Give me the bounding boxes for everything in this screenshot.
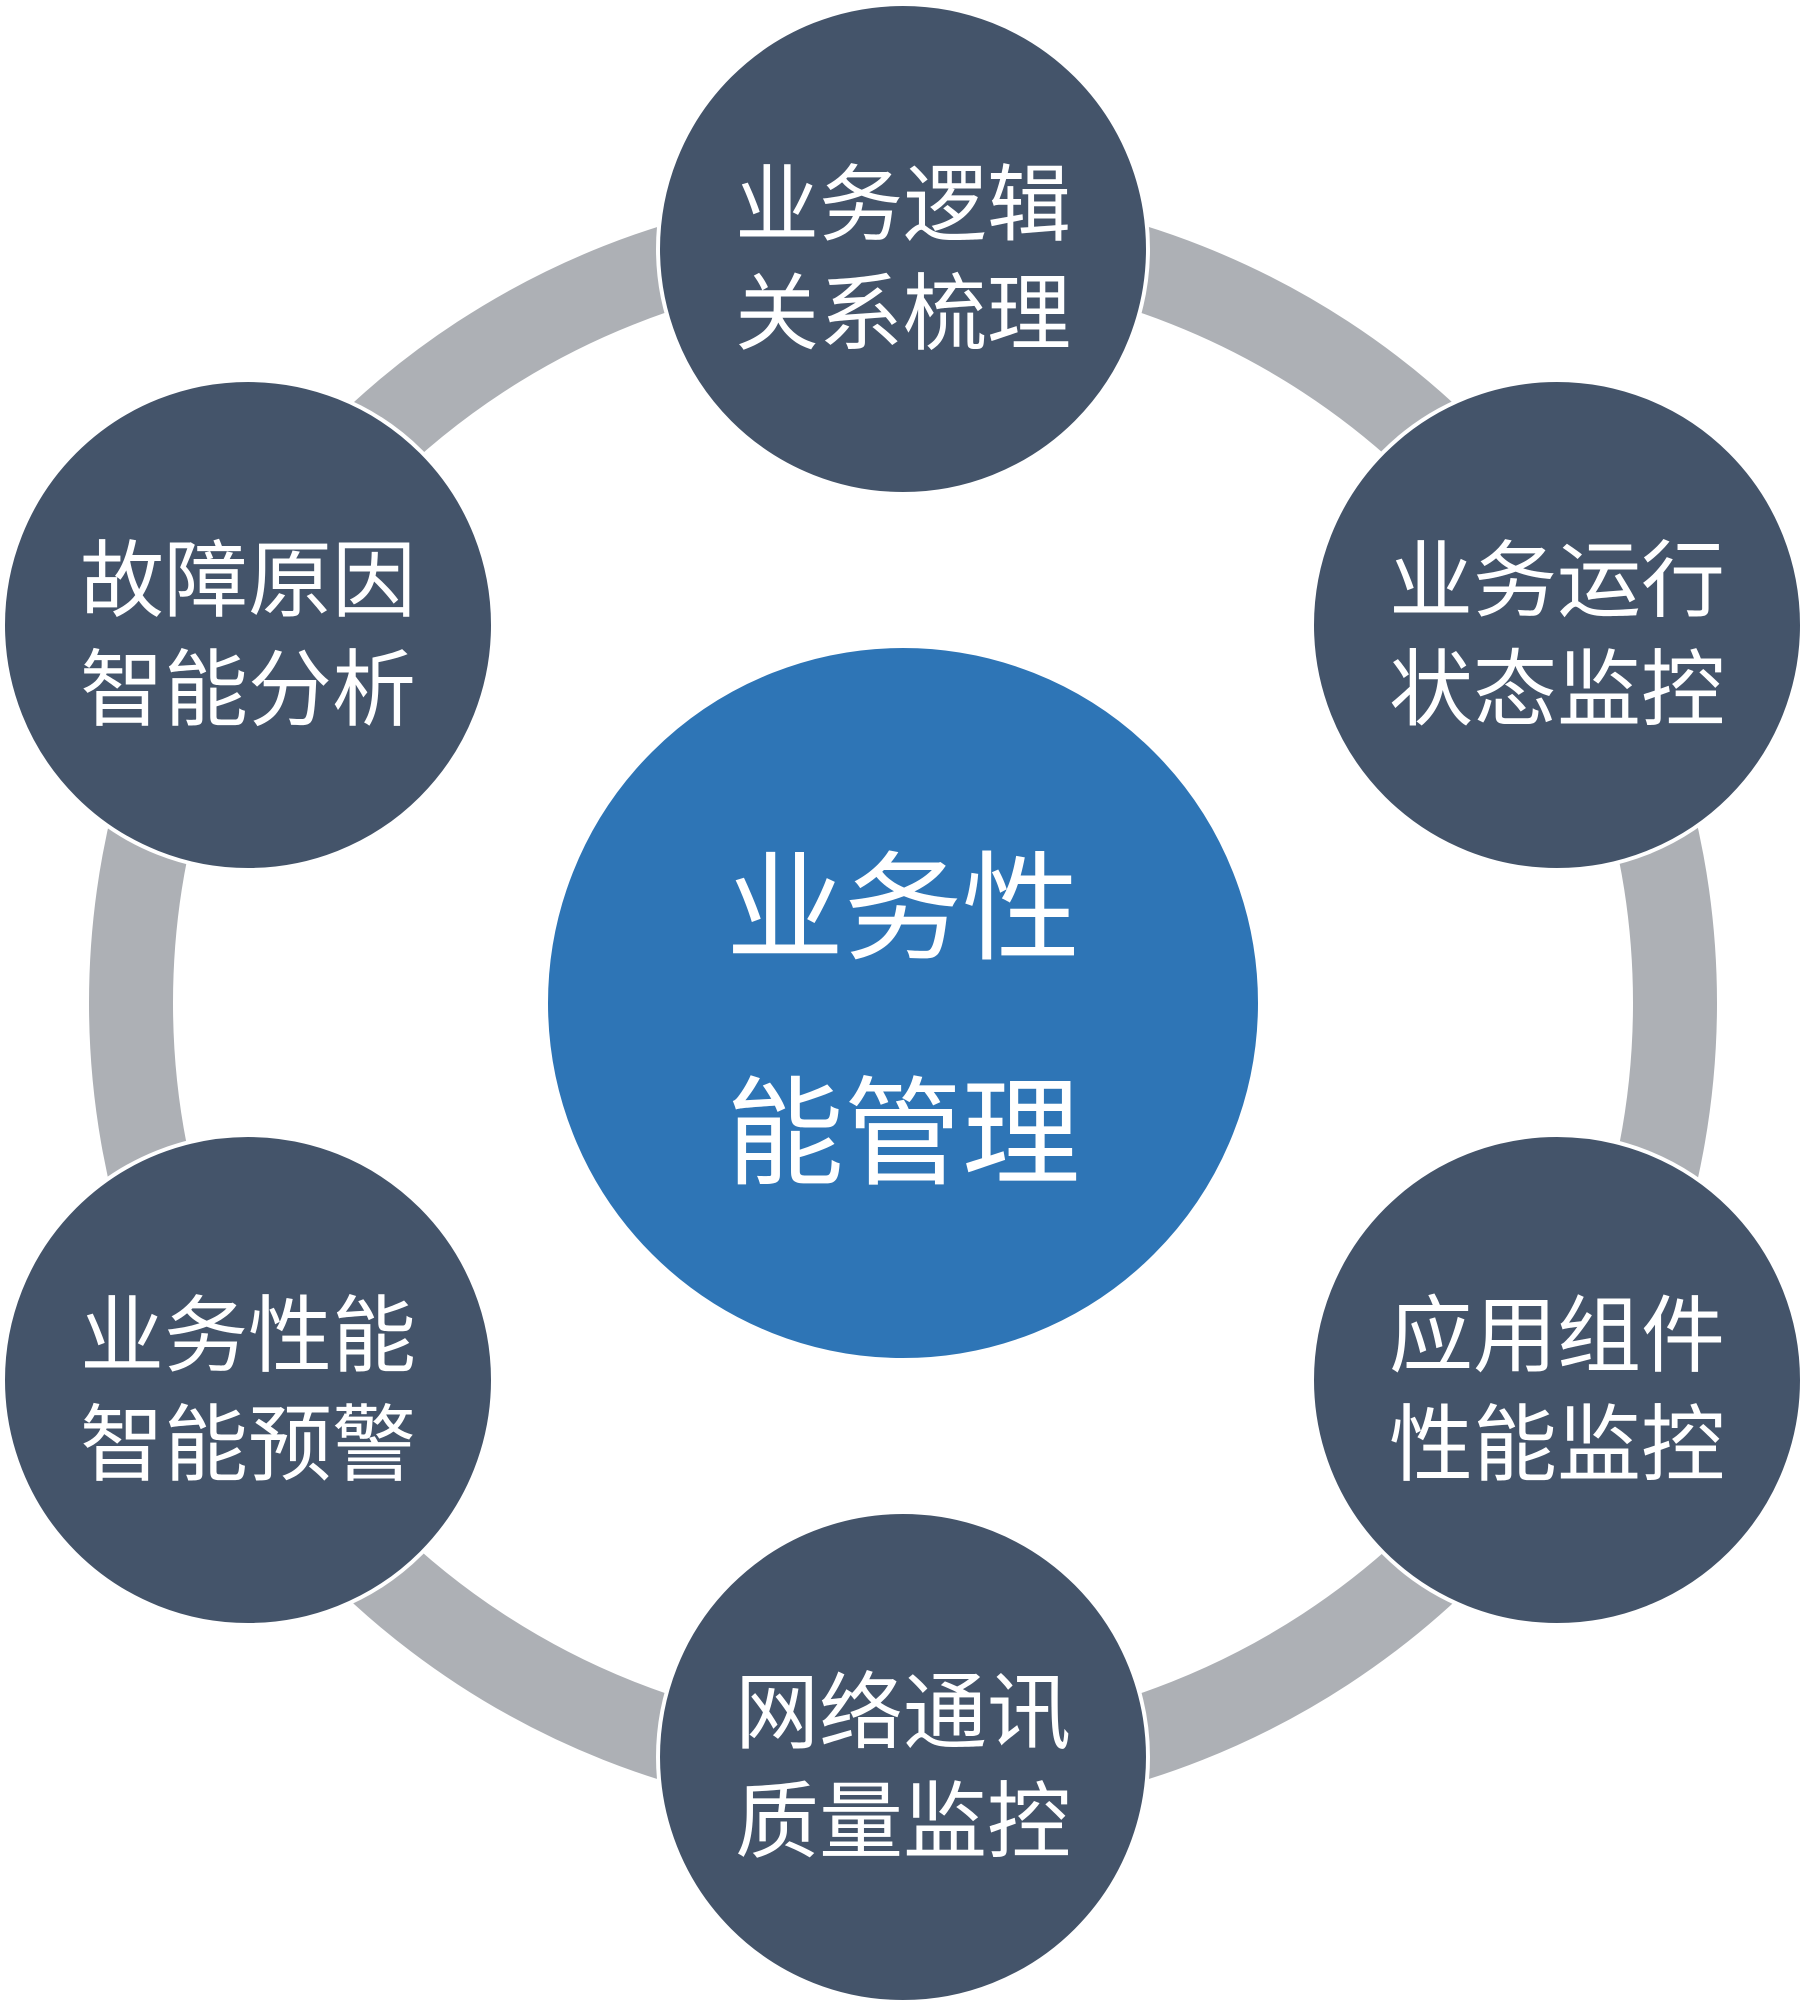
node-label-line-1: 业务运行 [1389,532,1725,630]
node-circle [1310,1133,1804,1627]
node-circle [656,1510,1150,2004]
node-performance-alert: 业务性能 智能预警 [1,1133,495,1627]
center-hub: 业务性 能管理 [544,644,1262,1362]
node-label-line-1: 业务性能 [80,1287,416,1385]
center-label-line-1: 业务性 [726,840,1080,978]
node-label-line-2: 智能分析 [80,641,416,739]
node-label-line-2: 智能预警 [80,1396,416,1494]
node-label-line-2: 质量监控 [735,1773,1071,1871]
node-label-line-1: 网络通讯 [735,1664,1071,1762]
node-label-line-2: 关系梳理 [735,265,1071,363]
node-business-logic: 业务逻辑 关系梳理 [656,2,1150,496]
node-circle [1310,378,1804,872]
node-label-line-2: 性能监控 [1389,1396,1725,1494]
node-fault-analysis: 故障原因 智能分析 [1,378,495,872]
node-circle [656,2,1150,496]
node-circle [1,378,495,872]
center-circle [544,644,1262,1362]
node-label-line-2: 状态监控 [1389,641,1725,739]
node-circle [1,1133,495,1627]
node-running-status: 业务运行 状态监控 [1310,378,1804,872]
node-component-performance: 应用组件 性能监控 [1310,1133,1804,1627]
node-label-line-1: 业务逻辑 [735,156,1071,254]
node-label-line-1: 故障原因 [80,532,416,630]
node-label-line-1: 应用组件 [1389,1287,1725,1385]
node-network-quality: 网络通讯 质量监控 [656,1510,1150,2004]
center-label-line-2: 能管理 [726,1065,1080,1203]
